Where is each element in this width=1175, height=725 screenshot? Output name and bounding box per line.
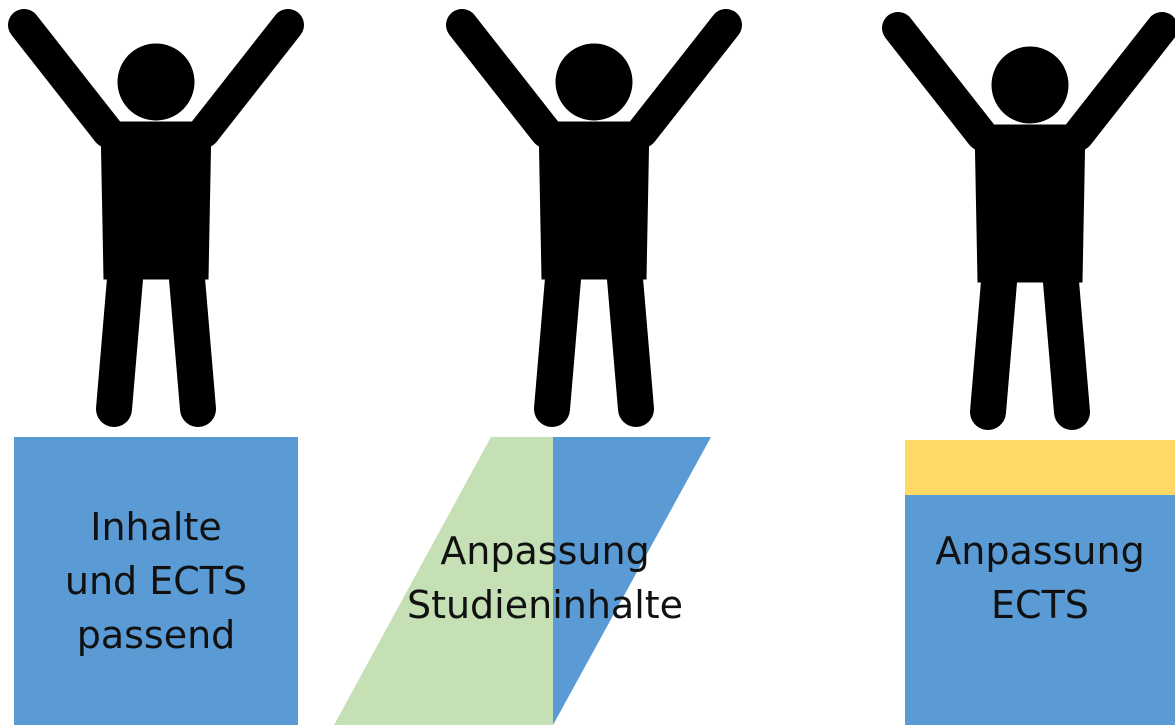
block-contents-ects bbox=[14, 437, 298, 725]
block-ects-adjustment bbox=[905, 495, 1175, 725]
block-ects-adjustment-cap bbox=[905, 440, 1175, 495]
block-contents-adjustment-blue bbox=[553, 437, 711, 725]
label-line: passend bbox=[76, 613, 236, 657]
label-line: ECTS bbox=[991, 583, 1089, 627]
label-contents-ects-fit: Inhalte und ECTS passend bbox=[14, 500, 298, 662]
label-line: und ECTS bbox=[64, 559, 248, 603]
person-raised-arms-icon bbox=[462, 25, 726, 409]
label-contents-adjustment: Anpassung Studieninhalte bbox=[380, 524, 710, 632]
person-raised-arms-icon bbox=[24, 25, 288, 409]
label-line: Studieninhalte bbox=[406, 583, 684, 627]
person-raised-arms-icon bbox=[898, 28, 1162, 412]
label-ects-adjustment: Anpassung ECTS bbox=[905, 524, 1175, 632]
block-contents-adjustment-green bbox=[334, 437, 553, 725]
label-line: Anpassung bbox=[935, 529, 1145, 573]
label-line: Anpassung bbox=[440, 529, 650, 573]
label-line: Inhalte bbox=[90, 505, 222, 549]
